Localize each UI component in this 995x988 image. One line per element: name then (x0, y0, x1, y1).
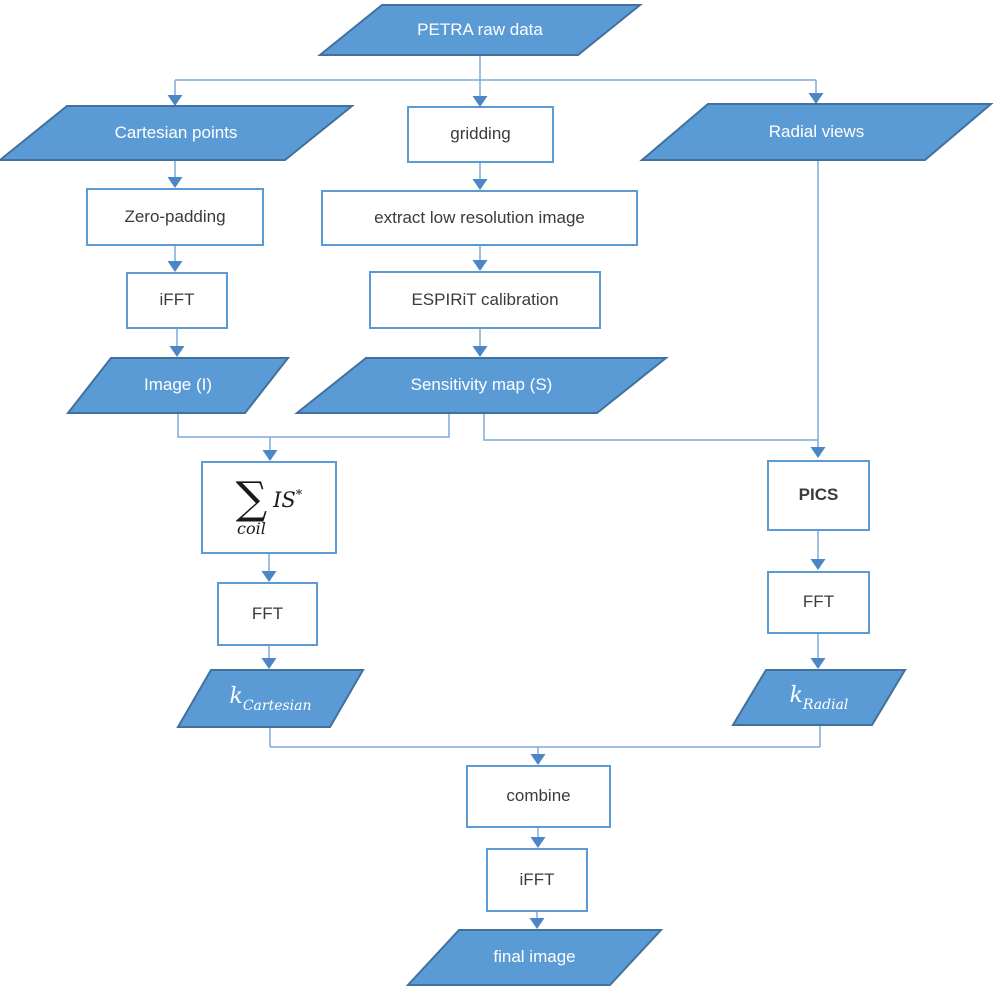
arrow-down-icon (167, 95, 183, 106)
node-coil-sum-shape (201, 461, 337, 554)
arrow-down-icon (810, 658, 826, 669)
node-fft-left-shape (217, 582, 318, 646)
node-ifft-bottom-shape (486, 848, 588, 912)
node-zero-padding-shape (86, 188, 264, 246)
arrow-down-icon (472, 179, 488, 190)
arrow-down-icon (261, 658, 277, 669)
node-pics-shape (767, 460, 870, 531)
connector-lines (174, 55, 821, 919)
arrow-down-icon (261, 571, 277, 582)
arrow-down-icon (810, 559, 826, 570)
arrow-down-icon (262, 450, 278, 461)
node-final-image-shape (405, 929, 664, 986)
arrow-down-icon (810, 447, 826, 458)
node-fft-right-shape (767, 571, 870, 634)
node-k-radial-shape (731, 669, 907, 726)
node-gridding-shape (407, 106, 554, 163)
arrow-down-icon (530, 754, 546, 765)
arrow-down-icon (530, 837, 546, 848)
node-ifft-left-shape (126, 272, 228, 329)
arrowheads-group (167, 93, 826, 929)
arrow-down-icon (472, 96, 488, 107)
arrow-down-icon (169, 346, 185, 357)
node-combine-shape (466, 765, 611, 828)
node-radial-views-shape (639, 103, 994, 161)
arrow-down-icon (167, 261, 183, 272)
node-petra-raw-data-shape (317, 3, 643, 56)
arrow-down-icon (167, 177, 183, 188)
arrow-down-icon (808, 93, 824, 104)
node-k-cartesian-shape (176, 669, 365, 728)
node-espirit-shape (369, 271, 601, 329)
node-cartesian-points-shape (0, 105, 355, 161)
arrow-down-icon (529, 918, 545, 929)
node-sensitivity-map-shape (294, 357, 669, 414)
io-shapes-group (0, 3, 994, 986)
node-image-i-shape (65, 357, 291, 414)
arrow-down-icon (472, 346, 488, 357)
node-extract-low-res-shape (321, 190, 638, 246)
process-shapes-group (86, 106, 870, 912)
arrow-down-icon (472, 260, 488, 271)
